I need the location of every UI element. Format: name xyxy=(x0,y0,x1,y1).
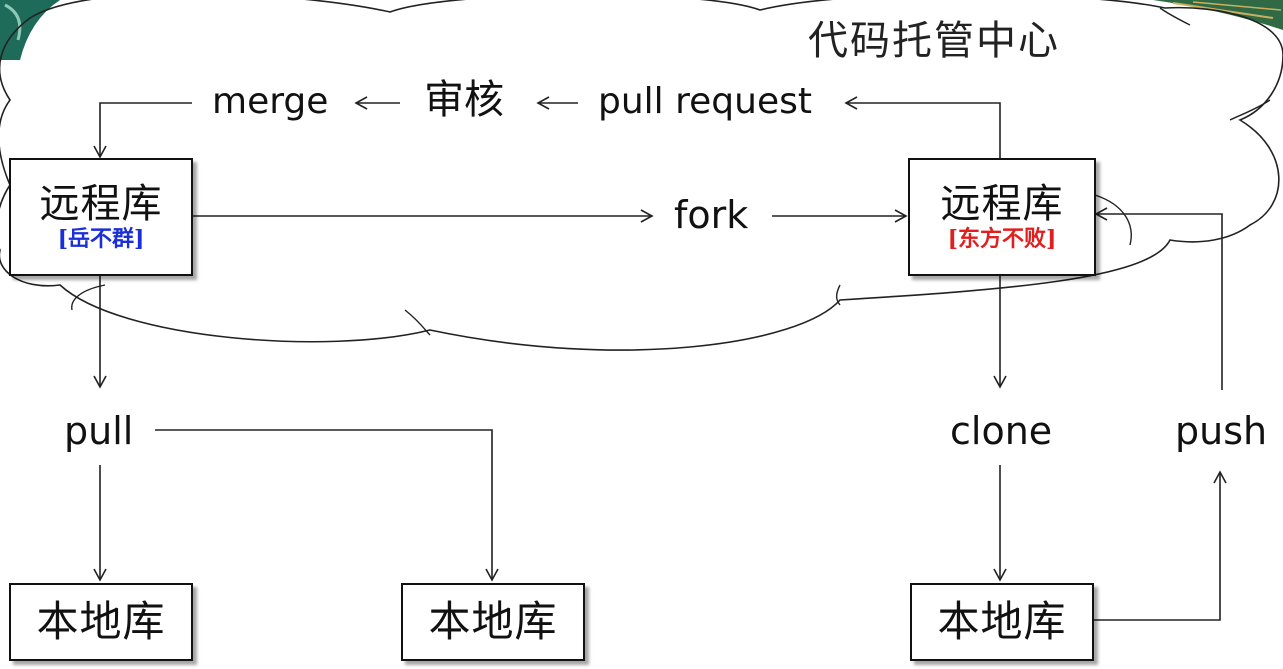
pull-request-label: pull request xyxy=(598,81,812,122)
pull-label: pull xyxy=(64,409,134,453)
push-label: push xyxy=(1175,409,1268,453)
remote-repo-owner: [东方不败] xyxy=(947,225,1057,252)
clone-label: clone xyxy=(950,409,1053,453)
pr-line xyxy=(844,96,1001,158)
local-repo-title: 本地库 xyxy=(428,596,558,646)
merge-label: merge xyxy=(212,81,329,122)
push-line-up xyxy=(1094,470,1227,621)
corner-decoration-left xyxy=(0,0,60,60)
corner-decoration-right xyxy=(1153,0,1283,30)
local-repo-left-b: 本地库 xyxy=(401,583,585,661)
code-hosting-cloud xyxy=(0,0,1283,351)
local-repo-left-a: 本地库 xyxy=(9,583,193,661)
review-label: 审核 xyxy=(424,77,504,123)
remote-repo-right: 远程库 [东方不败] xyxy=(908,158,1096,276)
pull-line-out-b xyxy=(155,429,499,582)
remote-repo-title: 远程库 xyxy=(39,180,163,227)
cloud-title: 代码托管中心 xyxy=(808,18,1060,64)
local-repo-title: 本地库 xyxy=(36,596,166,646)
push-line-in xyxy=(1094,207,1223,390)
remote-repo-owner: [岳不群] xyxy=(57,225,145,252)
remote-repo-left: 远程库 [岳不群] xyxy=(9,158,193,276)
local-repo-title: 本地库 xyxy=(937,596,1067,646)
local-repo-right: 本地库 xyxy=(910,583,1094,661)
remote-repo-title: 远程库 xyxy=(940,180,1064,227)
merge-line xyxy=(93,102,192,159)
fork-label: fork xyxy=(674,193,749,237)
